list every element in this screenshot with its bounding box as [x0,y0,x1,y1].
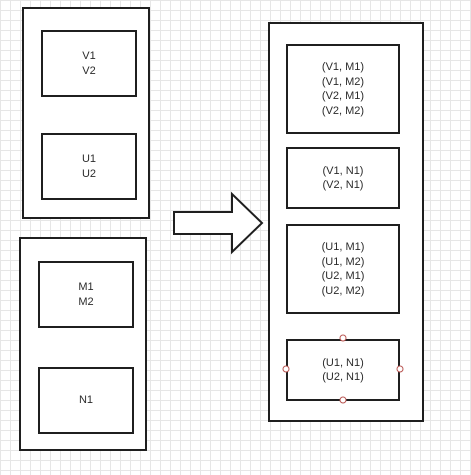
node-v1-v2[interactable]: V1 V2 [41,30,137,97]
selection-handle-right[interactable] [396,365,404,373]
selection-handle-top[interactable] [339,334,347,342]
node-label: N1 [78,394,94,407]
node-u-m-pairs[interactable]: (U1, M1) (U1, M2) (U2, M1) (U2, M2) [286,224,400,314]
node-u-n-pairs-selected[interactable]: (U1, N1) (U2, N1) [286,339,400,401]
node-m1-m2[interactable]: M1 M2 [38,261,134,328]
node-v-m-pairs[interactable]: (V1, M1) (V1, M2) (V2, M1) (V2, M2) [286,44,400,134]
selection-handle-bottom[interactable] [339,396,347,404]
node-label: U1 U2 [81,153,97,180]
node-label: M1 M2 [78,281,94,308]
node-label: (V1, M1) (V1, M2) (V2, M1) (V2, M2) [321,61,365,117]
node-label: (U1, N1) (U2, N1) [322,356,364,384]
node-label: (V1, N1) (V2, N1) [322,164,364,192]
selection-handle-left[interactable] [282,365,290,373]
node-label: V1 V2 [82,50,96,77]
node-u1-u2[interactable]: U1 U2 [41,133,137,200]
right-arrow-icon[interactable] [170,190,266,256]
node-n1[interactable]: N1 [38,367,134,434]
node-v-n-pairs[interactable]: (V1, N1) (V2, N1) [286,147,400,209]
node-label: (U1, M1) (U1, M2) (U2, M1) (U2, M2) [321,241,365,297]
